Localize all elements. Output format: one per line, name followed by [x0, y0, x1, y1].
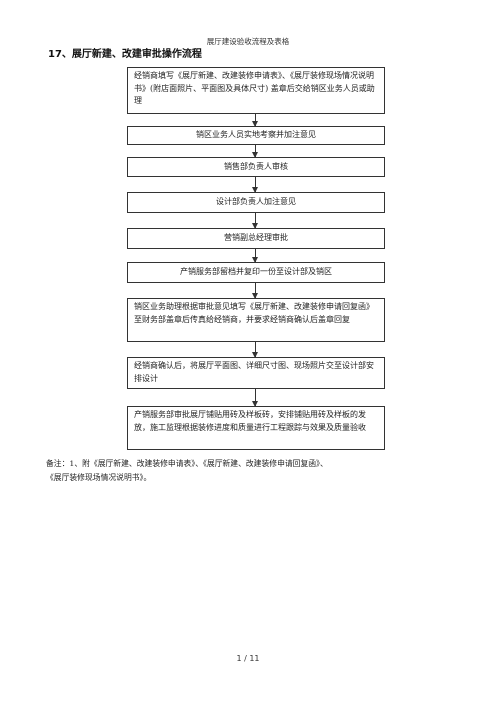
flow-arrow	[252, 249, 258, 263]
flow-arrow	[252, 177, 258, 193]
page-header: 展厅建设验收流程及表格	[206, 37, 290, 46]
flow-step-2: 销区业务人员实地考察并加注意见	[127, 126, 385, 145]
flow-arrow	[252, 213, 258, 229]
flow-step-4: 设计部负责人加注意见	[127, 192, 385, 213]
section-title: 17、展厅新建、改建审批操作流程	[48, 49, 202, 60]
flow-arrow	[252, 389, 258, 407]
flow-step-8: 经销商确认后，将展厅平面图、详细尺寸图、现场照片交至设计部安排设计	[127, 357, 385, 389]
flow-arrow	[252, 145, 258, 158]
flow-step-1: 经销商填写《展厅新建、改建装修申请表》、《展厅装修现场情况说明书》(附店面照片、…	[127, 67, 385, 114]
flow-step-9: 产销服务部审批展厅铺贴用砖及样板砖，安排铺贴用砖及样板的发放，施工监理根据装修进…	[127, 406, 385, 450]
note-line-2: 《展厅装修现场情况说明书》。	[46, 473, 152, 482]
flow-arrow	[252, 283, 258, 299]
page-number: 1 / 11	[236, 654, 260, 663]
flow-step-7: 销区业务助理根据审批意见填写《展厅新建、改建装修申请回复函》至财务部盖章后传真给…	[127, 298, 385, 342]
flow-arrow	[252, 342, 258, 358]
flow-arrow	[252, 114, 258, 127]
flow-step-3: 销售部负责人审核	[127, 157, 385, 177]
note-line-1: 备注：1、附《展厅新建、改建装修申请表》、《展厅新建、改建装修申请回复函》、	[46, 459, 328, 468]
flow-step-6: 产销服务部留档并复印一份至设计部及销区	[127, 262, 385, 283]
flow-step-5: 营销副总经理审批	[127, 228, 385, 249]
